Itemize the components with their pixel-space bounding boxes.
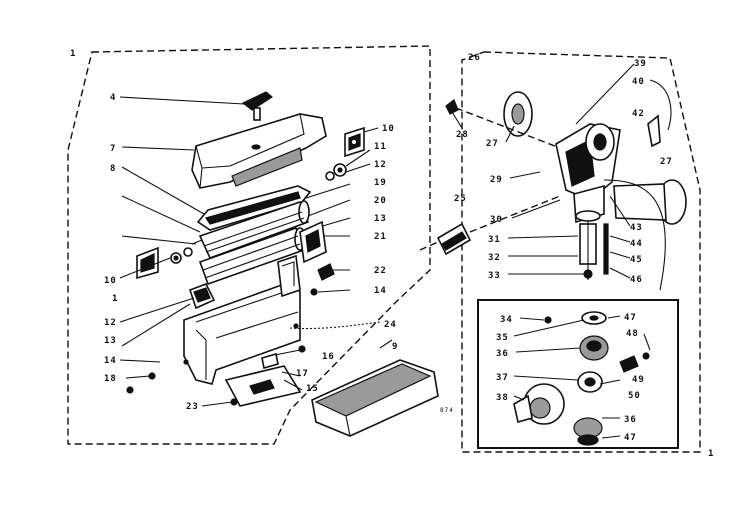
label-10-left: 10 [104, 276, 117, 286]
label-20: 20 [374, 196, 387, 206]
part-27-disk-right [603, 179, 687, 291]
part-27-disk [503, 91, 533, 137]
left-assembly-border [67, 45, 431, 445]
label-13-top: 13 [374, 214, 387, 224]
part-36-gear-lower [573, 417, 603, 446]
label-32: 32 [488, 253, 501, 263]
part-39-gear-housing [555, 63, 635, 224]
label-47-lower: 47 [624, 433, 637, 443]
part-13-gear-block [188, 282, 216, 310]
part-24-link [289, 321, 381, 330]
part-8-shaft [121, 166, 312, 231]
label-35: 35 [496, 333, 509, 343]
label-26: 26 [468, 53, 481, 63]
part-10-bracket-right [344, 126, 379, 158]
part-15-base-plate [224, 365, 302, 407]
part-14-screw [310, 288, 351, 296]
label-28: 28 [456, 130, 469, 140]
part-42-link [647, 79, 672, 148]
part-36-gear [579, 335, 609, 361]
label-19: 19 [374, 178, 387, 188]
label-42: 42 [632, 109, 645, 119]
label-14-left: 14 [104, 356, 117, 366]
label-39: 39 [634, 59, 647, 69]
label-43: 43 [630, 223, 643, 233]
label-46: 46 [630, 275, 643, 285]
part-38-hub [513, 383, 565, 425]
gearbox-inset [477, 299, 679, 449]
label-12-top: 12 [374, 160, 387, 170]
label-27-top: 27 [486, 139, 499, 149]
part-34-screw [544, 316, 552, 324]
part-37-gear [577, 371, 603, 393]
label-7: 7 [110, 144, 116, 154]
label-29: 29 [490, 175, 503, 185]
label-31: 31 [488, 235, 501, 245]
label-47-top: 47 [624, 313, 637, 323]
label-8: 8 [110, 164, 116, 174]
label-38: 38 [496, 393, 509, 403]
part-11-washer [325, 149, 371, 181]
part-20-upper-roller [191, 183, 351, 260]
leader-lines [119, 111, 651, 439]
label-4: 4 [110, 93, 116, 103]
label-16: 16 [322, 352, 335, 362]
label-17: 17 [296, 369, 309, 379]
part-16-screw [261, 345, 306, 370]
label-small-code: 874 [440, 407, 454, 414]
label-36-lower: 36 [624, 415, 637, 425]
part-7-top-housing [121, 113, 327, 189]
label-1: 1 [70, 49, 76, 59]
part-47-gear-top [581, 311, 607, 325]
label-11: 11 [374, 142, 387, 152]
label-13-left: 13 [104, 336, 117, 346]
label-49: 49 [632, 375, 645, 385]
label-15: 15 [306, 384, 319, 394]
label-27-right: 27 [660, 157, 673, 167]
label-9: 9 [392, 342, 398, 352]
right-assembly-border [461, 51, 701, 453]
label-14-right: 14 [374, 286, 387, 296]
part-9-cover [311, 339, 439, 437]
label-1-left: 1 [112, 294, 118, 304]
label-12-left: 12 [104, 318, 117, 328]
label-footer-1: 1 [708, 449, 714, 459]
part-10-bracket-left [136, 246, 193, 280]
label-25: 25 [454, 194, 467, 204]
label-30: 30 [490, 215, 503, 225]
part-21-side-bracket [299, 220, 350, 281]
label-18: 18 [104, 374, 117, 384]
label-33: 33 [488, 271, 501, 281]
label-50: 50 [628, 391, 641, 401]
label-24: 24 [384, 320, 397, 330]
part-25-coupler [419, 195, 561, 256]
label-22: 22 [374, 266, 387, 276]
label-37: 37 [496, 373, 509, 383]
label-44: 44 [630, 239, 643, 249]
part-18-screws [126, 372, 238, 406]
part-28-screw [445, 99, 561, 149]
label-40: 40 [632, 77, 645, 87]
label-34: 34 [500, 315, 513, 325]
label-45: 45 [630, 255, 643, 265]
part-labels: 1 4 7 8 10 11 12 19 20 13 21 22 14 10 1 … [70, 49, 714, 459]
label-23: 23 [186, 402, 199, 412]
label-48: 48 [626, 329, 639, 339]
label-10-top: 10 [382, 124, 395, 134]
part-49-spring [619, 352, 650, 373]
part-4-knob [119, 91, 274, 121]
part-31-shaft [575, 210, 609, 280]
part-14-frame [183, 254, 301, 385]
label-36: 36 [496, 349, 509, 359]
label-21: 21 [374, 232, 387, 242]
